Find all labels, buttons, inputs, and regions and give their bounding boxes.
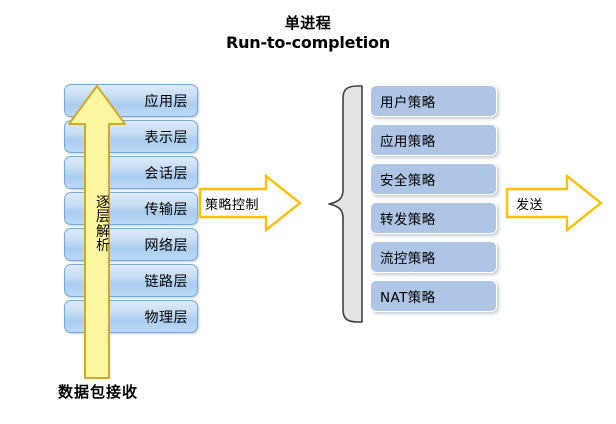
policy-control-arrow[interactable] [198,174,302,232]
packet-receive-label: 数据包接收 [58,383,139,401]
policy-item-user[interactable]: 用户策略 [370,85,497,117]
policy-item-nat[interactable]: NAT策略 [370,280,497,312]
osi-layer-label: 物理层 [144,309,188,326]
policy-control-label: 策略控制 [205,198,260,213]
osi-layer-label: 会话层 [144,165,188,182]
curly-brace [328,85,363,323]
title-line-chinese: 单进程 [284,14,332,32]
policy-item-label: 流控策略 [380,251,436,267]
osi-layer-label: 网络层 [144,237,188,254]
policy-item-label: 安全策略 [380,173,436,189]
policy-item-forward[interactable]: 转发策略 [370,202,497,234]
policy-item-flow[interactable]: 流控策略 [370,241,497,273]
send-arrow[interactable] [505,174,603,232]
policy-item-label: 应用策略 [380,134,436,150]
title-line-english: Run-to-completion [225,33,391,53]
policy-item-label: 用户策略 [380,95,436,111]
osi-layer-label: 应用层 [144,93,188,110]
policy-item-security[interactable]: 安全策略 [370,163,497,195]
parse-up-arrow [68,85,126,379]
osi-layer-label: 链路层 [144,273,188,290]
policy-stack: 用户策略 应用策略 安全策略 转发策略 流控策略 NAT策略 [370,85,497,323]
osi-layer-label: 传输层 [144,201,188,218]
osi-layer-label: 表示层 [144,129,188,146]
page-title: 单进程 Run-to-completion [0,14,616,54]
policy-item-label: NAT策略 [380,290,436,306]
policy-item-app[interactable]: 应用策略 [370,124,497,156]
send-arrow-label: 发送 [516,198,544,213]
policy-item-label: 转发策略 [380,212,436,228]
